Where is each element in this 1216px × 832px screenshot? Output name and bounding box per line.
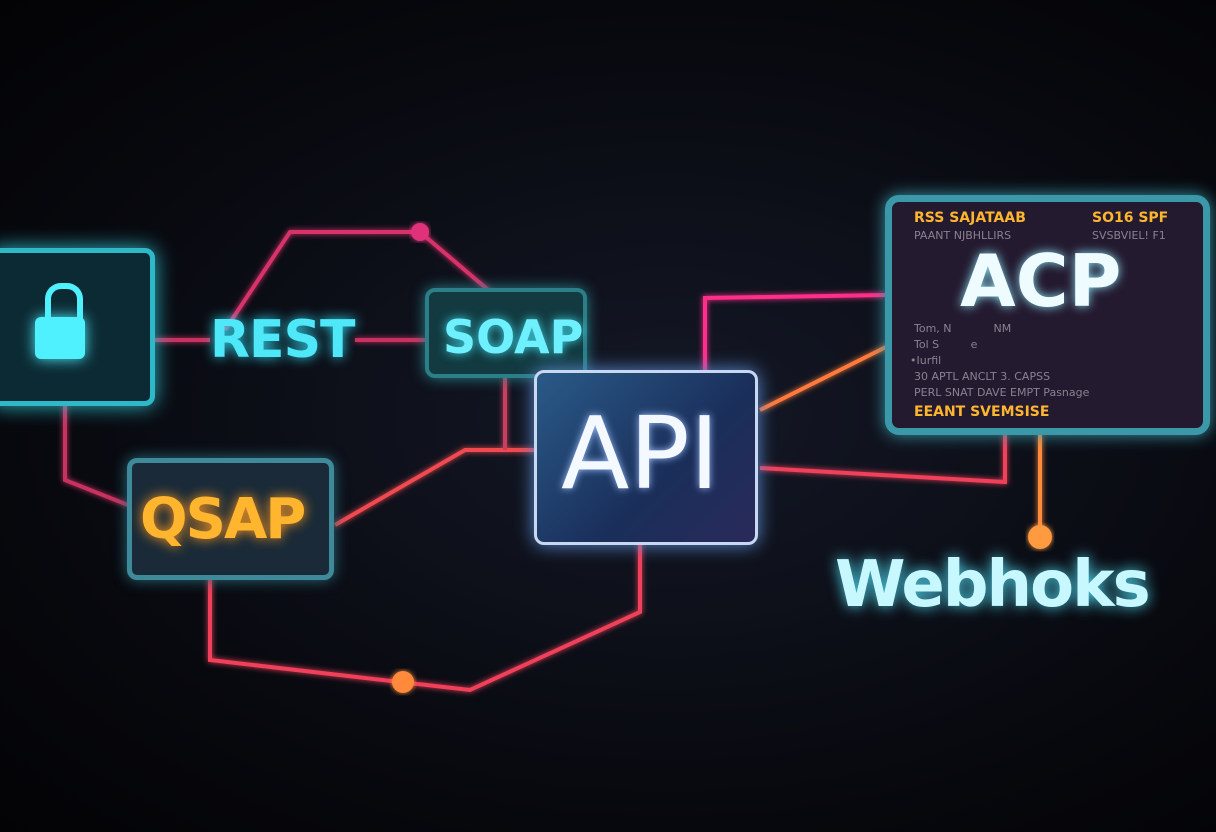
- line-bottom-loop: [208, 540, 642, 693]
- acp-header-right: SO16 SPF: [1092, 210, 1169, 226]
- acp-sub-left: PAANT NJBHLLIRS: [914, 229, 1012, 242]
- qsap-label: QSAP: [140, 487, 306, 552]
- node-dot: [411, 223, 429, 241]
- soap-label: SOAP: [443, 310, 584, 364]
- soap-card[interactable]: SOAP: [425, 288, 587, 378]
- acp-line4: 30 APTL ANCLT 3. CAPSS: [914, 370, 1051, 383]
- acp-line5: PERL SNAT DAVE EMPT Pasnage: [914, 386, 1090, 399]
- line-rest-soap-top: [223, 230, 502, 332]
- node-dot: [1028, 525, 1052, 549]
- line-qsap-api: [334, 448, 535, 527]
- acp-card[interactable]: RSS SAJATAAB SO16 SPF PAANT NJBHLLIRS SV…: [885, 195, 1210, 435]
- line-api-acp-orange: [759, 343, 891, 412]
- acp-line1: Tom, N NM: [914, 322, 1012, 335]
- api-card[interactable]: API: [534, 370, 758, 545]
- api-label: API: [561, 395, 720, 512]
- qsap-card[interactable]: QSAP: [127, 458, 334, 580]
- webhooks-label[interactable]: Webhoks: [835, 548, 1151, 622]
- node-dot: [392, 671, 414, 693]
- lock-card[interactable]: [0, 248, 155, 406]
- line-lock-qsap: [63, 405, 129, 507]
- line-api-acp-pink: [703, 293, 886, 375]
- line-api-right: [759, 435, 1007, 485]
- acp-footer: EEANT SVEMSISE: [914, 404, 1050, 420]
- acp-line3: •Iurfil: [910, 354, 942, 367]
- acp-sub-right: SVSBVIEL! F1: [1092, 229, 1166, 242]
- acp-label: ACP: [960, 239, 1122, 323]
- acp-line2: Tol S e: [914, 338, 978, 351]
- acp-header-left: RSS SAJATAAB: [914, 210, 1026, 226]
- lock-icon: [35, 283, 85, 363]
- rest-label[interactable]: REST: [210, 310, 355, 370]
